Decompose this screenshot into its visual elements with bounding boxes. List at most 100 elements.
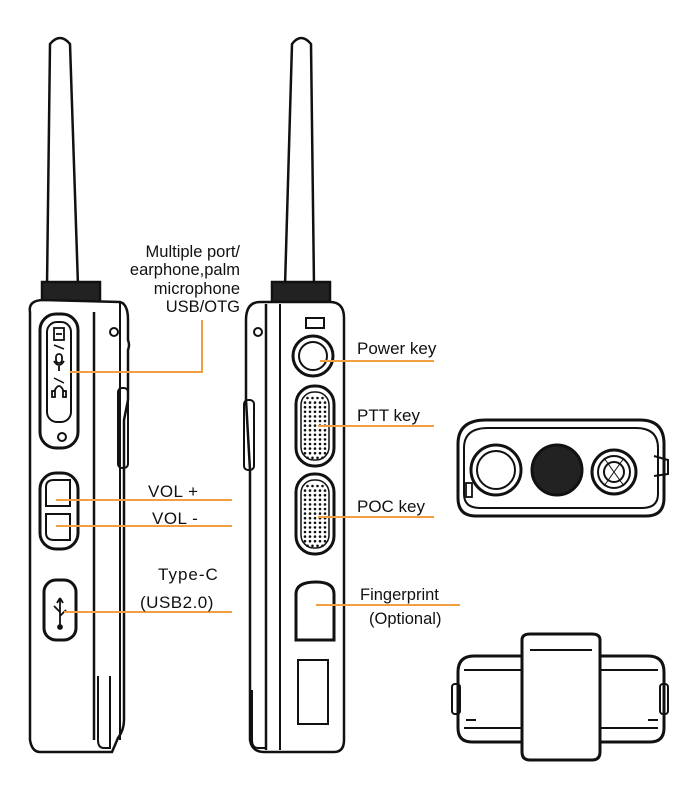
grille-dot	[303, 530, 307, 534]
vol-minus-label: VOL -	[152, 509, 199, 528]
grille-dot	[313, 539, 317, 543]
grille-dot	[313, 493, 317, 497]
grille-dot	[313, 526, 317, 529]
middle-side-view	[243, 36, 346, 754]
grille-dot	[303, 512, 307, 515]
grille-dot	[318, 521, 322, 525]
grille-dot	[308, 535, 312, 538]
grille-dot	[311, 544, 314, 548]
grille-dot	[308, 521, 312, 525]
grille-dot	[313, 503, 317, 506]
grille-dot	[308, 493, 312, 497]
fingerprint-sensor	[294, 580, 336, 642]
grille-dot	[318, 419, 322, 423]
grille-dot	[313, 401, 317, 404]
grille-dot	[318, 507, 322, 511]
grille-dot	[323, 530, 327, 534]
grille-dot	[318, 428, 322, 432]
grille-dot	[303, 442, 307, 446]
grille-dot	[308, 516, 312, 520]
grille-dot	[308, 530, 312, 534]
grille-dot	[321, 484, 324, 488]
grille-dot	[323, 451, 327, 455]
grille-dot	[313, 442, 317, 446]
grille-dot	[308, 512, 312, 515]
multiport-label-line-4: USB/OTG	[165, 298, 240, 317]
grille-dot	[303, 410, 307, 414]
grille-dot	[318, 530, 322, 534]
grille-dot	[323, 415, 327, 418]
grille-dot	[323, 521, 327, 525]
left-side-view	[28, 36, 131, 754]
grille-dot	[316, 544, 319, 548]
grille-dot	[318, 539, 322, 543]
grille-dot	[313, 428, 317, 432]
grille-dot	[313, 438, 317, 441]
headset-icon	[51, 385, 67, 398]
grille-dot	[303, 447, 307, 450]
grille-dot	[323, 442, 327, 446]
grille-dot	[323, 507, 327, 511]
fingerprint-label: Fingerprint	[360, 586, 439, 604]
grille-dot	[323, 405, 327, 409]
grille-dot	[313, 498, 317, 502]
grille-dot	[311, 456, 314, 460]
grille-dot	[308, 405, 312, 409]
grille-dot	[306, 456, 309, 460]
grille-dot	[323, 498, 327, 502]
leader-multiport	[70, 320, 203, 373]
grille-dot	[308, 415, 312, 418]
grille-dot	[323, 526, 327, 529]
grille-dot	[303, 438, 307, 441]
grille-dot	[313, 530, 317, 534]
mic-icon	[53, 353, 65, 371]
grille-dot	[321, 544, 324, 548]
grille-dot	[306, 544, 309, 548]
leader-lines	[56, 320, 460, 613]
grille-dot	[323, 433, 327, 437]
bottom-view	[451, 632, 669, 762]
grille-dot	[308, 410, 312, 414]
grille-dot	[308, 451, 312, 455]
grille-dot	[313, 451, 317, 455]
grille-dot	[321, 456, 324, 460]
grille-dot	[308, 498, 312, 502]
grille-dot	[318, 401, 322, 404]
grille-dot	[318, 442, 322, 446]
top-knob	[469, 443, 523, 497]
grille-dot	[313, 424, 317, 427]
grille-dot	[316, 484, 319, 488]
grille-dot	[323, 493, 327, 497]
grille-dot	[303, 419, 307, 423]
vol-key-housing	[38, 471, 80, 551]
multiport-label-line-1: Multiple port/	[145, 243, 240, 261]
grille-dot	[323, 539, 327, 543]
grille-dot	[318, 535, 322, 538]
grille-dot	[303, 415, 307, 418]
top-view	[456, 418, 669, 518]
left-antenna	[45, 36, 80, 288]
grille-dot	[303, 433, 307, 437]
poc-grille	[303, 484, 327, 548]
usb-icon	[53, 597, 67, 630]
top-speaker-hole	[530, 443, 584, 497]
grille-dot	[303, 489, 307, 492]
grille-dot	[308, 507, 312, 511]
usb2-label: (USB2.0)	[140, 593, 214, 612]
grille-dot	[308, 526, 312, 529]
grille-dot	[313, 447, 317, 450]
type-c-label: Type-C	[158, 565, 219, 584]
grille-dot	[321, 396, 324, 400]
vol-minus-key	[45, 513, 71, 541]
grille-dot	[316, 396, 319, 400]
grille-dot	[318, 512, 322, 515]
grille-dot	[323, 401, 327, 404]
middle-antenna-knob	[270, 280, 332, 304]
grille-dot	[318, 433, 322, 437]
grille-dot	[323, 503, 327, 506]
grille-dot	[318, 503, 322, 506]
grille-dot	[313, 419, 317, 423]
grille-dot	[323, 428, 327, 432]
grille-dot	[308, 442, 312, 446]
